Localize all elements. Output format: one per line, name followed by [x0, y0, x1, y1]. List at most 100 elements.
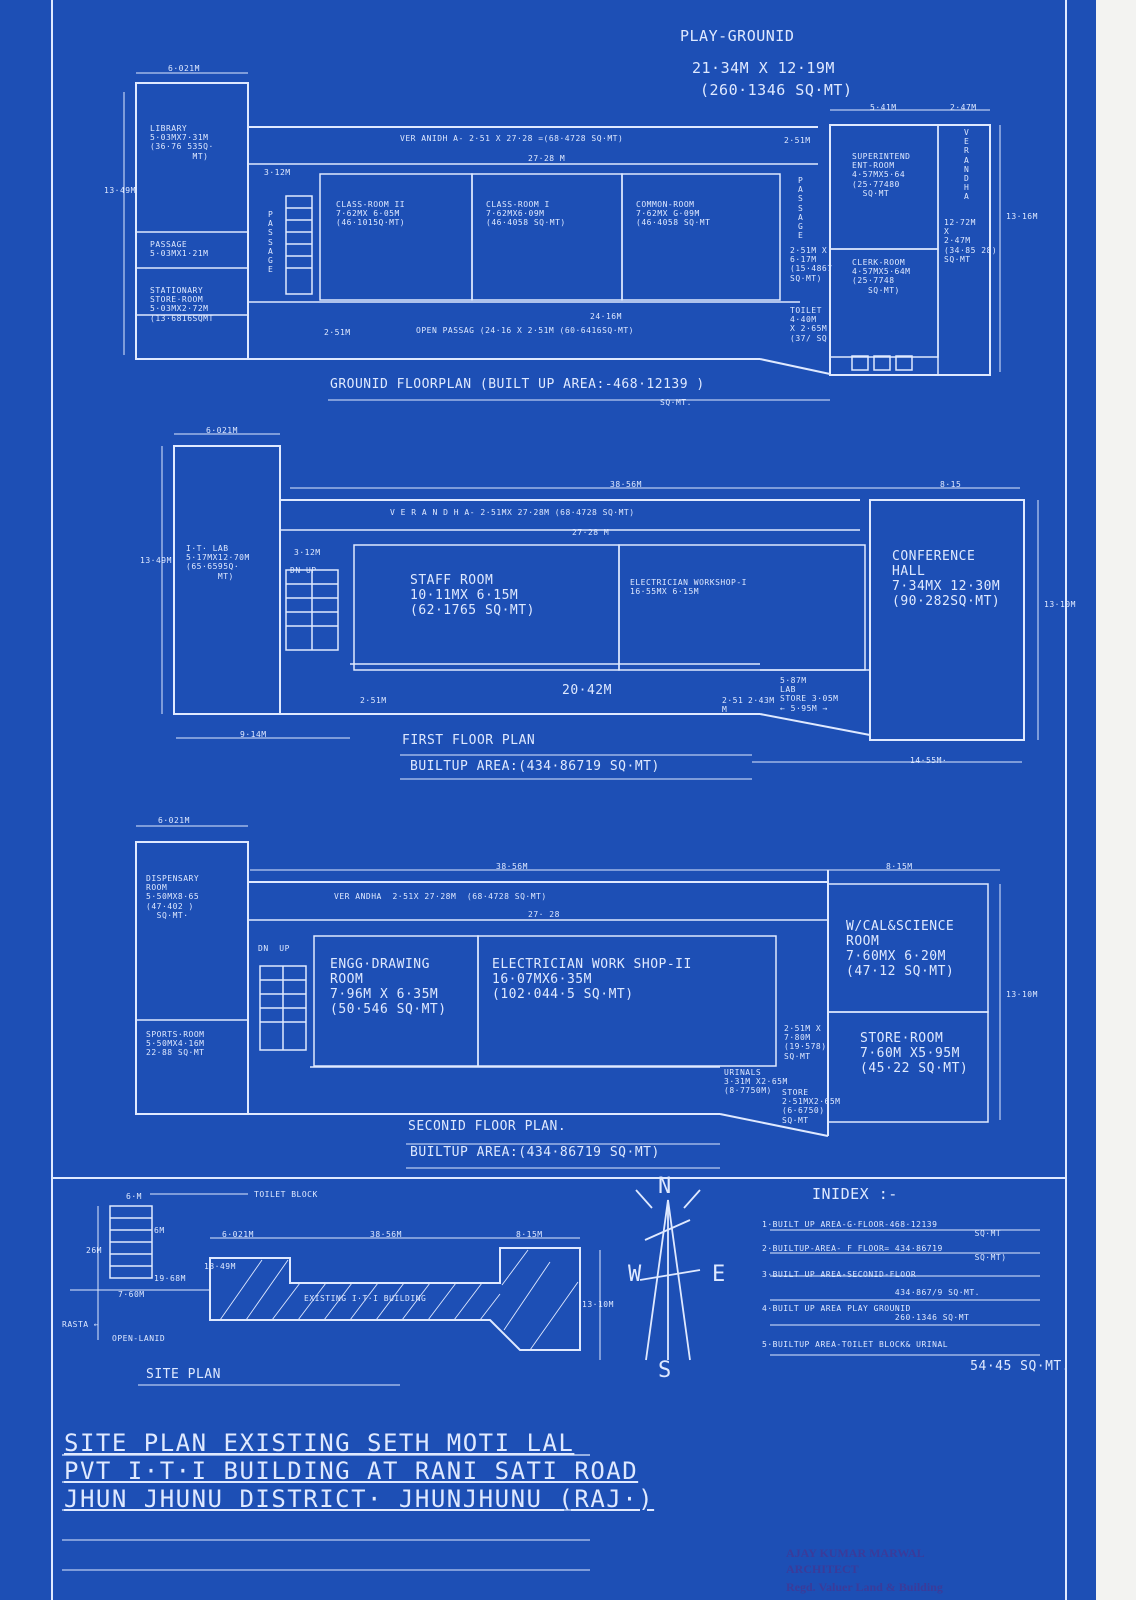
- title-line-2: PVT I·T·I BUILDING AT RANI SATI ROAD: [64, 1457, 639, 1485]
- class-room-1-label: CLASS-ROOM I 7·62MX6·09M (46·4058 SQ·MT): [486, 200, 566, 228]
- first-floor-plan: [161, 433, 1039, 780]
- second-dn-up: DN UP: [258, 944, 290, 953]
- index-item-3-value: 434·867/9 SQ·MT.: [762, 1288, 980, 1297]
- first-height-right: 13·10M: [1044, 600, 1076, 609]
- architect-stamp-reg: Regd. Valuer Land & Building: [786, 1580, 943, 1594]
- index-title: INIDEX :-: [812, 1185, 898, 1203]
- class-room-2-label: CLASS-ROOM II 7·62MX 6·05M (46·1015Q·MT): [336, 200, 406, 228]
- second-width-label: 6·021M: [158, 816, 190, 825]
- open-passage-label: OPEN PASSAG (24·16 X 2·51M (60·6416SQ·MT…: [416, 326, 634, 335]
- compass-west: W: [628, 1262, 643, 1287]
- rasta-label: RASTA ←: [62, 1320, 100, 1329]
- playground-area: (260·1346 SQ·MT): [700, 81, 853, 99]
- ground-height-right: 13·16M: [1006, 212, 1038, 221]
- ground-floor-caption-unit: SQ·MT.: [660, 398, 692, 407]
- compass-south: S: [658, 1358, 673, 1383]
- first-bottom-width-2: 2·51 M: [722, 696, 744, 715]
- second-height-right: 13·10M: [1006, 990, 1038, 999]
- site-dim-760: 7·60M: [118, 1290, 145, 1299]
- ground-floor-plan: [123, 72, 1001, 401]
- index-item-5: 5·BUILTUP AREA-TOILET BLOCK& URINAL: [762, 1340, 949, 1349]
- first-right-length: 8·15: [940, 480, 962, 489]
- site-plan: [70, 1193, 601, 1386]
- first-width-label: 6·021M: [206, 426, 238, 435]
- title-line-1: SITE PLAN EXISTING SETH MOTI LAL: [64, 1429, 575, 1457]
- ground-veranda-label: VER ANIDH A- 2·51 X 27·28 =(68·4728 SQ·M…: [400, 134, 624, 143]
- playground-title: PLAY-GROUNID: [680, 27, 795, 45]
- passage-label: PASSAGE 5·03MX1·21M: [150, 240, 209, 259]
- site-dim-1968: 19·68M: [154, 1274, 186, 1283]
- open-passage-length: 24·16M: [590, 312, 622, 321]
- ground-dim-247: 2·47M: [950, 103, 977, 112]
- sports-room-label: SPORTS·ROOM 5·50MX4·16M 22·88 SQ·MT: [146, 1030, 205, 1058]
- second-floor-caption: SECONID FLOOR PLAN.: [408, 1119, 567, 1134]
- conference-hall-label: CONFERENCE HALL 7·34MX 12·30M (90·282SQ·…: [892, 549, 1001, 609]
- open-passage-width: 2·51M: [324, 328, 351, 337]
- toilet-label: TOILET 4·40M X 2·65M (37/ SQ·: [790, 306, 833, 343]
- electrician-workshop-2-label: ELECTRICIAN WORK SHOP-II 16·07MX6·35M (1…: [492, 957, 692, 1002]
- common-room-label: COMMON-ROOM 7·62MX G·09M (46·4058 SQ·MT: [636, 200, 711, 228]
- site-dim-3856: 38·56M: [370, 1230, 402, 1239]
- playground-dims: 21·34M X 12·19M: [692, 59, 835, 77]
- electrician-workshop-1-label: ELECTRICIAN WORKSHOP-I 16·55MX 6·15M: [630, 578, 747, 597]
- ground-veranda-length: 27·28 M: [528, 154, 566, 163]
- engg-drawing-room-label: ENGG·DRAWING ROOM 7·96M X 6·35M (50·546 …: [330, 957, 447, 1017]
- index-item-2: 2·BUILTUP-AREA- F FLOOR= 434·86719 SQ·MT…: [762, 1244, 1007, 1263]
- second-veranda-label: VER ANDHA 2·51X 27·28M (68·4728 SQ·MT): [334, 892, 547, 901]
- stationary-store-label: STATIONARY STORE·ROOM 5·03MX2·72M (13·68…: [150, 286, 214, 323]
- site-dim-6m: 6·M: [126, 1192, 142, 1201]
- first-dim-1455: 14·55M·: [910, 756, 948, 765]
- first-dim-914: 9·14M: [240, 730, 267, 739]
- index-item-5-value: 54·45 SQ·MT.: [762, 1359, 1071, 1374]
- toilet-block-label: TOILET BLOCK: [254, 1190, 318, 1199]
- ground-width-label: 6·021M: [168, 64, 200, 73]
- site-plan-caption: SITE PLAN: [146, 1367, 221, 1382]
- ground-floor-caption: GROUNID FLOORPLAN (BUILT UP AREA:-468·12…: [330, 377, 705, 392]
- ground-veranda-width: 2·51M: [784, 136, 811, 145]
- first-total-length: 38·56M: [610, 480, 642, 489]
- index-item-4: 4·BUILT UP AREA PLAY GROUNID 260·1346 SQ…: [762, 1304, 970, 1323]
- first-dn-up: DN UP: [290, 566, 317, 575]
- index-item-3: 3·BUILT UP AREA-SECONID-FLOOR: [762, 1270, 917, 1279]
- ground-dim-541: 5·41M: [870, 103, 897, 112]
- second-store-small-label: STORE 2·51MX2·65M (6·6750) SQ·MT: [782, 1088, 841, 1125]
- paper-edge: [1096, 0, 1136, 1600]
- ground-verandah-right-label: V E R A N D H A: [964, 128, 970, 202]
- site-dim-1349: 13·49M: [204, 1262, 236, 1271]
- site-dim-6021: 6·021M: [222, 1230, 254, 1239]
- ground-passage-dims: 2·51M X 6·17M (15·4867 SQ·MT): [790, 246, 833, 283]
- ground-passage-right-label: P A S S A G E: [798, 176, 804, 241]
- library-label: LIBRARY 5·03MX7·31M (36·76 535Q· MT): [150, 124, 214, 161]
- site-dim-815: 8·15M: [516, 1230, 543, 1239]
- second-floor-plan: [135, 825, 1001, 1169]
- index-item-1: 1·BUILT UP AREA-G·FLOOR-468·12139 SQ·MT: [762, 1220, 1002, 1239]
- it-lab-label: I·T· LAB 5·17MX12·70M (65·6595Q· MT): [186, 544, 250, 581]
- ground-height-label: 13·49M: [104, 186, 136, 195]
- urinals-label: URINALS 3·31M X2·65M (8·7750M): [724, 1068, 788, 1096]
- first-dim-243: 2·43M: [748, 696, 775, 705]
- second-total-length: 38·56M: [496, 862, 528, 871]
- ground-passage-left-label: P A S S A G E: [268, 210, 274, 275]
- second-floor-area: BUILTUP AREA:(434·86719 SQ·MT): [410, 1145, 660, 1160]
- dispensary-room-label: DISPENSARY ROOM 5·50MX8·65 (47·402 ) SQ·…: [146, 874, 200, 920]
- first-veranda-length: 27·28 M: [572, 528, 610, 537]
- second-store-room-label: STORE·ROOM 7·60M X5·95M (45·22 SQ·MT): [860, 1031, 969, 1076]
- architect-stamp-name: AJAY KUMAR MARWAL: [786, 1546, 925, 1560]
- second-right-length: 8·15M: [886, 862, 913, 871]
- ground-stair-width: 3·12M: [264, 168, 291, 177]
- first-floor-area: BUILTUP AREA:(434·86719 SQ·MT): [410, 759, 660, 774]
- existing-building-label: EXISTING I·T·I BUILDING: [304, 1294, 427, 1303]
- compass-east: E: [712, 1262, 727, 1287]
- clerk-room-label: CLERK-ROOM 4·57MX5·64M (25·7748 SQ·MT): [852, 258, 911, 295]
- superintendent-room-label: SUPERINTEND ENT-ROOM 4·57MX5·64 (25·7748…: [852, 152, 911, 198]
- second-passage-dims: 2·51M X 7·80M (19·578) SQ·MT: [784, 1024, 827, 1061]
- open-land-label: OPEN-LANID: [112, 1334, 166, 1343]
- lab-store-label: 5·87M LAB STORE 3·05M ← 5·95M →: [780, 676, 839, 713]
- first-floor-caption: FIRST FLOOR PLAN: [402, 733, 536, 748]
- first-stair-width: 3·12M: [294, 548, 321, 557]
- site-dim-26m: 26M: [86, 1246, 102, 1255]
- site-dim-6m-2: 6M: [154, 1226, 165, 1235]
- ground-verandah-dims: 12·72M X 2·47M (34·85 28) SQ·MT: [944, 218, 998, 264]
- first-bottom-length: 20·42M: [562, 683, 612, 698]
